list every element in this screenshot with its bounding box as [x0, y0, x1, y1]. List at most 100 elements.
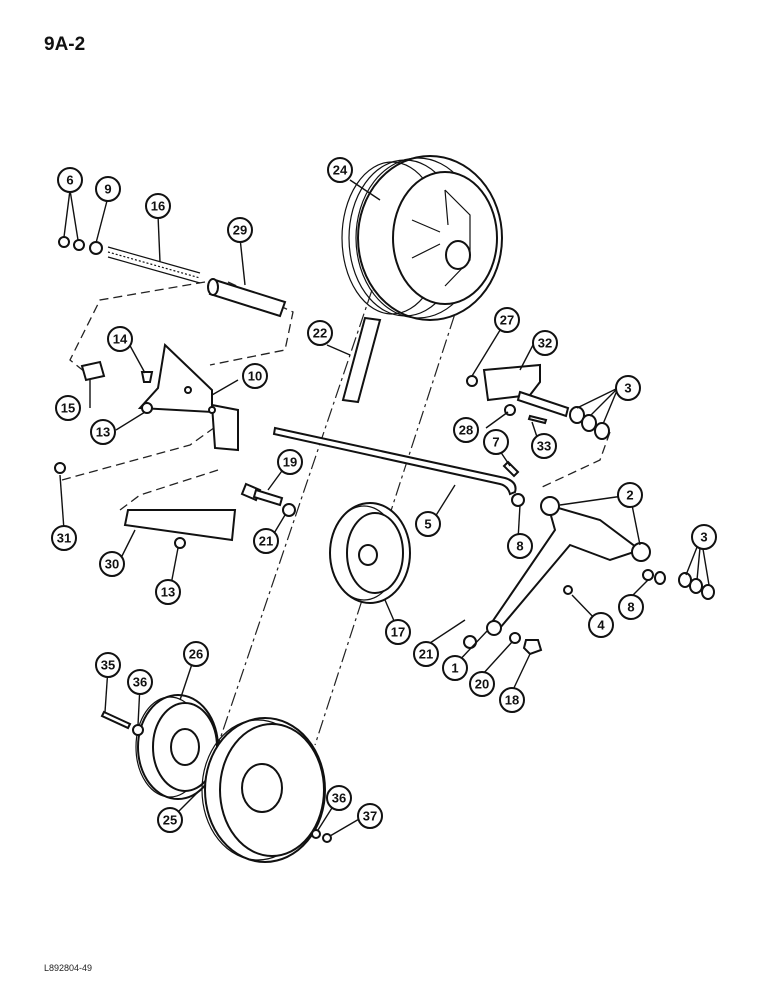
callout-36-upper: 36 — [127, 669, 153, 695]
svg-text:5: 5 — [424, 517, 431, 532]
svg-text:21: 21 — [419, 647, 433, 662]
callout-16: 16 — [145, 193, 171, 219]
svg-text:33: 33 — [537, 439, 551, 454]
callout-6: 6 — [57, 167, 83, 193]
svg-text:36: 36 — [332, 791, 346, 806]
callout-13-upper: 13 — [90, 419, 116, 445]
svg-text:26: 26 — [189, 647, 203, 662]
svg-text:15: 15 — [61, 401, 75, 416]
svg-text:8: 8 — [516, 539, 523, 554]
callout-21-bolt: 21 — [253, 528, 279, 554]
callout-20: 20 — [469, 671, 495, 697]
callout-21-arm: 21 — [413, 641, 439, 667]
callout-1: 1 — [442, 655, 468, 681]
svg-text:20: 20 — [475, 677, 489, 692]
spring-16 — [107, 246, 201, 284]
callout-22: 22 — [307, 320, 333, 346]
svg-text:32: 32 — [538, 336, 552, 351]
bracket-32 — [482, 363, 570, 418]
callout-4: 4 — [588, 612, 614, 638]
bolt-19 — [240, 482, 296, 517]
rod-5 — [272, 426, 517, 496]
pin-7 — [502, 460, 520, 478]
bolt-35-washer-36 — [100, 710, 144, 736]
svg-text:35: 35 — [101, 658, 115, 673]
angle-bar-30 — [123, 509, 237, 549]
callout-26: 26 — [183, 641, 209, 667]
pulley-25 — [201, 717, 326, 863]
callout-10: 10 — [242, 363, 268, 389]
callout-15: 15 — [55, 395, 81, 421]
washer-36-nut-37 — [311, 829, 332, 843]
washers-right — [642, 569, 715, 600]
washers-nut-lower — [463, 632, 543, 656]
svg-text:22: 22 — [313, 326, 327, 341]
svg-text:3: 3 — [700, 530, 707, 545]
nuts-6-washer-9 — [58, 236, 103, 255]
svg-text:18: 18 — [505, 693, 519, 708]
callout-30: 30 — [99, 551, 125, 577]
svg-text:9: 9 — [104, 182, 111, 197]
callout-7: 7 — [483, 429, 509, 455]
callout-9: 9 — [95, 176, 121, 202]
washers-3-upper — [569, 406, 610, 440]
callout-36-lower: 36 — [326, 785, 352, 811]
bolt-31 — [54, 462, 66, 474]
callout-25: 25 — [157, 807, 183, 833]
pulley-24 — [341, 155, 503, 321]
svg-text:2: 2 — [626, 488, 633, 503]
svg-text:1: 1 — [451, 661, 458, 676]
svg-text:24: 24 — [333, 163, 348, 178]
bracket-10 — [137, 342, 239, 452]
callout-19: 19 — [277, 449, 303, 475]
svg-text:37: 37 — [363, 809, 377, 824]
svg-text:19: 19 — [283, 455, 297, 470]
callout-24: 24 — [327, 157, 353, 183]
callout-33: 33 — [531, 433, 557, 459]
callout-35: 35 — [95, 652, 121, 678]
callout-37: 37 — [357, 803, 383, 829]
svg-text:16: 16 — [151, 199, 165, 214]
svg-text:4: 4 — [597, 618, 605, 633]
pulley-26 — [135, 694, 219, 800]
callout-28: 28 — [453, 417, 479, 443]
svg-text:28: 28 — [459, 423, 473, 438]
callout-3-upper: 3 — [615, 375, 641, 401]
callout-14: 14 — [107, 326, 133, 352]
callout-3-lower: 3 — [691, 524, 717, 550]
svg-text:36: 36 — [133, 675, 147, 690]
svg-text:25: 25 — [163, 813, 177, 828]
svg-text:13: 13 — [161, 585, 175, 600]
callout-31: 31 — [51, 525, 77, 551]
svg-text:13: 13 — [96, 425, 110, 440]
arm-4 — [486, 496, 651, 636]
belt-roll-22 — [341, 316, 382, 404]
tube-29 — [207, 278, 287, 318]
svg-text:10: 10 — [248, 369, 262, 384]
callout-13-lower: 13 — [155, 579, 181, 605]
washer-8 — [511, 493, 525, 507]
idler-pulley-17 — [329, 502, 411, 604]
svg-text:27: 27 — [500, 313, 514, 328]
svg-text:8: 8 — [627, 600, 634, 615]
callout-32: 32 — [532, 330, 558, 356]
svg-text:6: 6 — [66, 173, 73, 188]
svg-text:3: 3 — [624, 381, 631, 396]
svg-text:7: 7 — [492, 435, 499, 450]
svg-text:21: 21 — [259, 534, 273, 549]
callout-8-rod: 8 — [507, 533, 533, 559]
svg-text:29: 29 — [233, 223, 247, 238]
bracket-fasteners — [80, 360, 154, 414]
callout-labels: 1 2 3 3 4 5 6 7 8 8 9 10 13 13 14 15 16 … — [51, 157, 717, 833]
page-number: 9A-2 — [44, 34, 86, 55]
callout-8-arm: 8 — [618, 594, 644, 620]
callout-29: 29 — [227, 217, 253, 243]
svg-text:30: 30 — [105, 557, 119, 572]
callout-27: 27 — [494, 307, 520, 333]
figure-reference-code: L892804-49 — [44, 963, 93, 973]
callout-18: 18 — [499, 687, 525, 713]
callout-17: 17 — [385, 619, 411, 645]
svg-text:14: 14 — [113, 332, 128, 347]
callout-2: 2 — [617, 482, 643, 508]
